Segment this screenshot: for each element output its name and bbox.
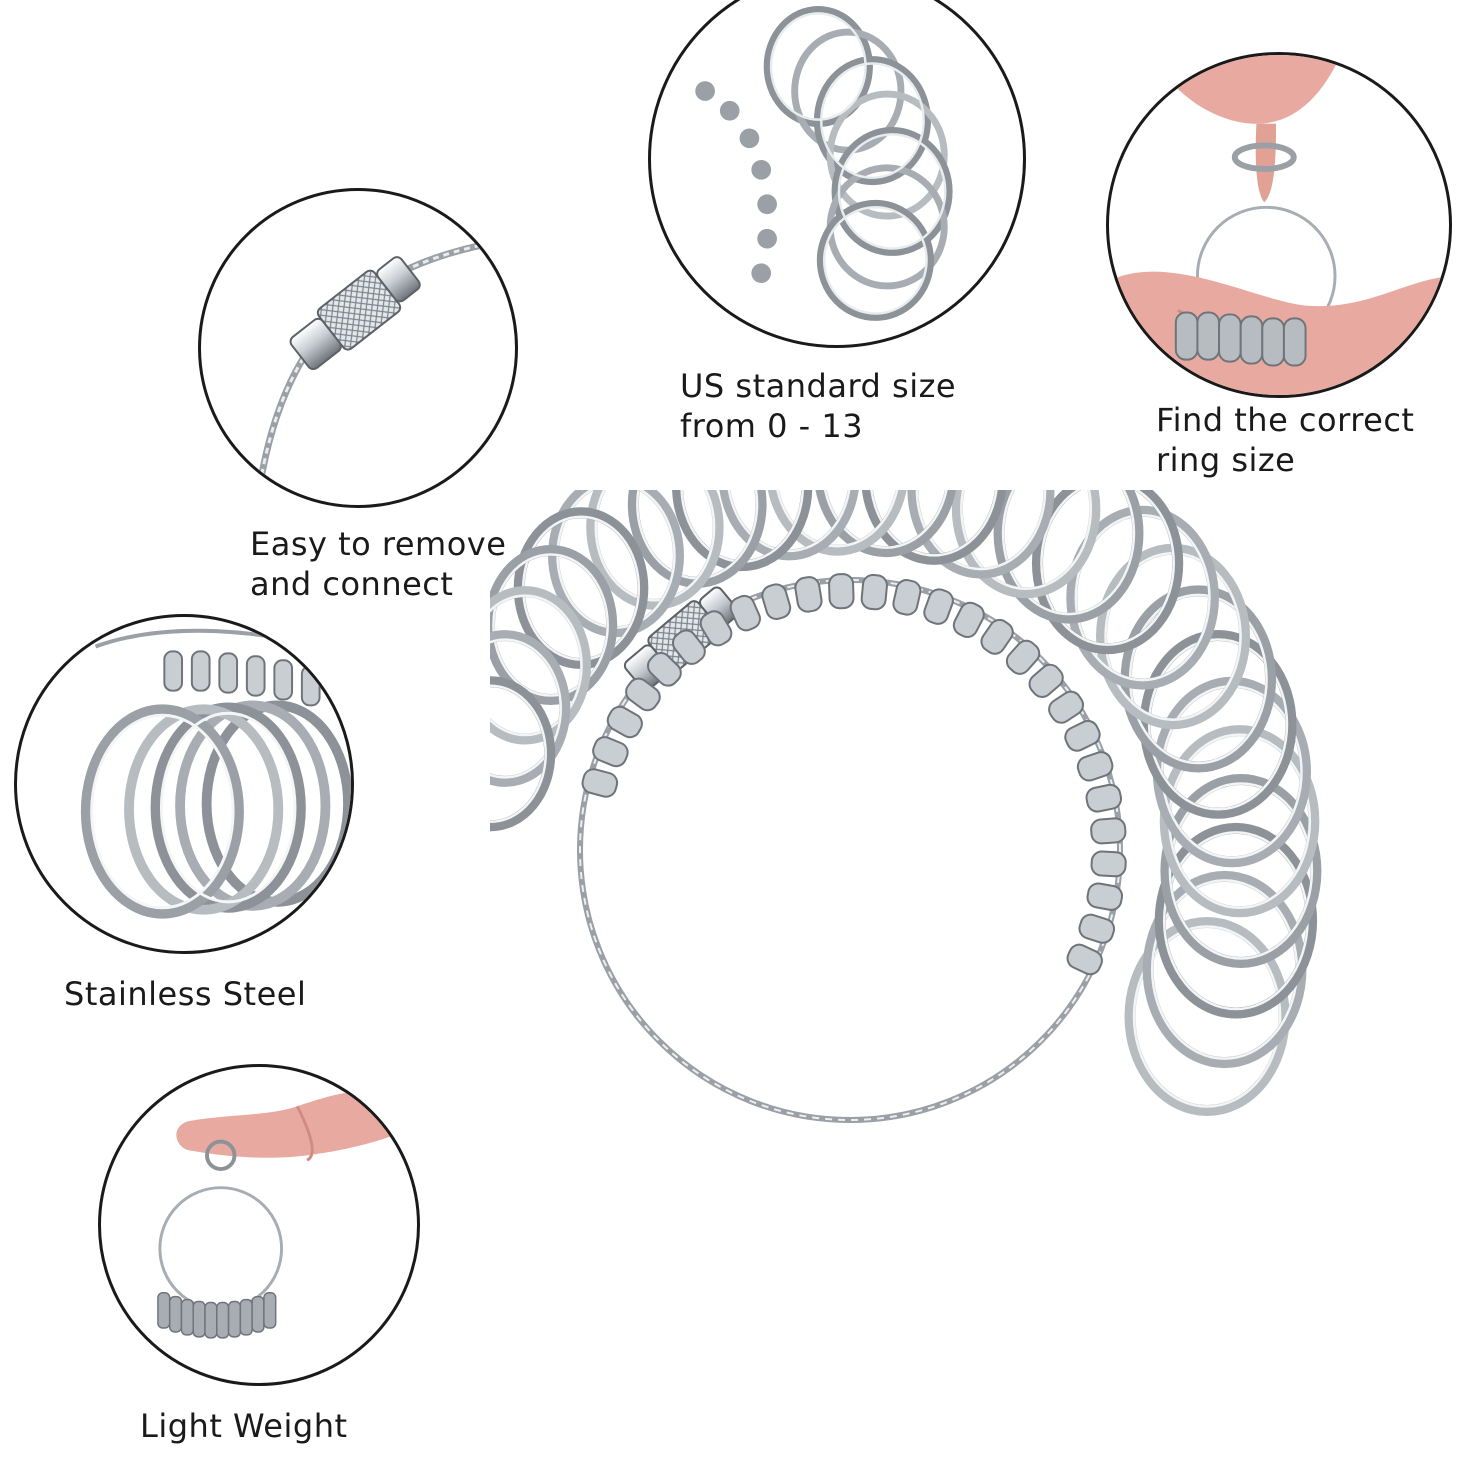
cable-lock-icon (256, 236, 515, 486)
sizer-ring-highlight (1168, 782, 1314, 960)
sizer-ring-highlight (490, 594, 583, 737)
ring-sizer-set-image (490, 490, 1322, 1123)
sizer-ring (993, 490, 1144, 624)
sizer-ring (719, 490, 859, 561)
sizer-ring-highlight (870, 490, 998, 557)
sizer-tab (794, 576, 823, 613)
sizer-tab (581, 768, 619, 798)
sizer-ring (1154, 822, 1318, 1019)
feature-caption-connector: Easy to remove and connect (250, 524, 506, 604)
sizer-tab (606, 705, 643, 739)
sizer-tab (1090, 817, 1127, 845)
sizer-ring-highlight (776, 490, 899, 548)
sizer-ring (1139, 629, 1297, 819)
sizer-ring (586, 490, 724, 610)
steel-rings-icon (80, 628, 351, 919)
sizer-tab (592, 736, 629, 768)
sizer-ring-highlight (915, 490, 1047, 571)
sizer-ring (1124, 917, 1290, 1117)
sizer-tab (1064, 719, 1101, 752)
hand-ring-icon (1109, 55, 1449, 395)
feature-caption-sizes: US standard size from 0 - 13 (680, 366, 956, 446)
sizer-ring (767, 490, 907, 556)
sizer-ring (861, 490, 1007, 565)
feature-caption-fit: Find the correct ring size (1156, 400, 1414, 480)
connector-detail-circle (198, 188, 518, 508)
sizer-ring (490, 630, 571, 787)
sizer-ring-highlight (727, 490, 851, 553)
sizer-tab (1086, 882, 1124, 911)
sizer-tab (671, 629, 706, 665)
sizer-ring-highlight (823, 490, 948, 549)
sizer-tab (1048, 690, 1085, 724)
sizer-tab (860, 573, 888, 611)
sizer-tab (1085, 783, 1123, 813)
sizer-tab (1066, 943, 1103, 976)
sizer-tab (952, 601, 985, 639)
sizer-tab (729, 594, 761, 632)
feature-caption-material: Stainless Steel (64, 974, 306, 1014)
weight-circle (98, 1064, 420, 1386)
sizer-ring-highlight (960, 490, 1093, 591)
sizer-tab (1078, 913, 1116, 944)
sizer-ring (907, 490, 1055, 579)
sizer-tab (1028, 663, 1064, 698)
sizer-ring-highlight (490, 638, 563, 779)
ring-stack-circle (648, 0, 1026, 348)
sizer-tab (647, 652, 682, 687)
sizer-tab (761, 583, 792, 620)
sizer-ring (1066, 505, 1219, 690)
caption-line: ring size (1156, 441, 1296, 479)
sizer-ring (815, 490, 957, 558)
ring-fit-circle (1106, 52, 1452, 398)
sizer-ring (1031, 490, 1184, 655)
caption-line: Easy to remove (250, 525, 507, 563)
sizer-tab (980, 618, 1014, 655)
sizer-ring (490, 586, 592, 745)
sizer-tab (923, 588, 954, 625)
caption-line: US standard size (680, 367, 957, 405)
finger-hanging-icon (157, 1090, 417, 1339)
sizer-ring (951, 490, 1101, 599)
caption-line: and connect (250, 565, 454, 603)
sizer-rings (490, 490, 1322, 1117)
caption-line: from 0 - 13 (680, 407, 864, 445)
sizer-ring-highlight (1040, 490, 1175, 646)
sizer-ring-highlight (1074, 514, 1211, 682)
material-circle (14, 614, 354, 954)
sizer-ring (490, 544, 618, 706)
sizer-ring-highlight (492, 553, 609, 697)
sizer-tab (892, 579, 922, 616)
sizer-tab (828, 573, 855, 610)
sizer-tab (1090, 850, 1127, 878)
sizer-ring-highlight (1001, 490, 1136, 616)
feature-caption-weight: Light Weight (140, 1406, 348, 1446)
sizer-ring-highlight (490, 684, 547, 823)
sizer-ring (1160, 774, 1322, 968)
sizer-tab (1005, 639, 1041, 675)
caption-line: Light Weight (140, 1407, 348, 1445)
caption-line: Stainless Steel (64, 975, 307, 1013)
sizer-tab (625, 677, 661, 712)
sizer-ring-highlight (1132, 925, 1282, 1108)
sizer-tab (1076, 751, 1114, 782)
caption-line: Find the correct (1156, 401, 1415, 439)
sizer-tab (699, 610, 733, 647)
sizer-ring (490, 676, 556, 832)
ring-stack-icon (695, 5, 953, 321)
